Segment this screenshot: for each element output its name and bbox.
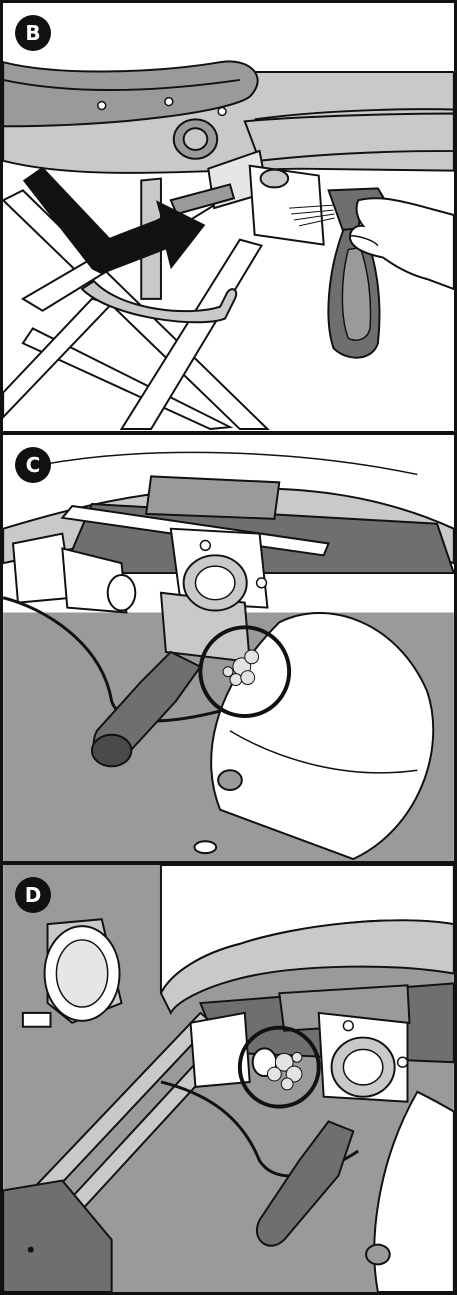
- step-badge-b: B: [15, 15, 51, 51]
- panel-b: B: [0, 0, 457, 434]
- panel-d-illustration: [3, 865, 454, 1292]
- regulator-block: [319, 1013, 408, 1102]
- step-badge-c: C: [15, 447, 51, 483]
- panel-b-illustration: [3, 3, 454, 431]
- panel-c-illustration: [3, 435, 454, 861]
- panel-c: C: [0, 432, 457, 864]
- step-badge-d: D: [15, 877, 51, 913]
- panel-d: D: [0, 862, 457, 1295]
